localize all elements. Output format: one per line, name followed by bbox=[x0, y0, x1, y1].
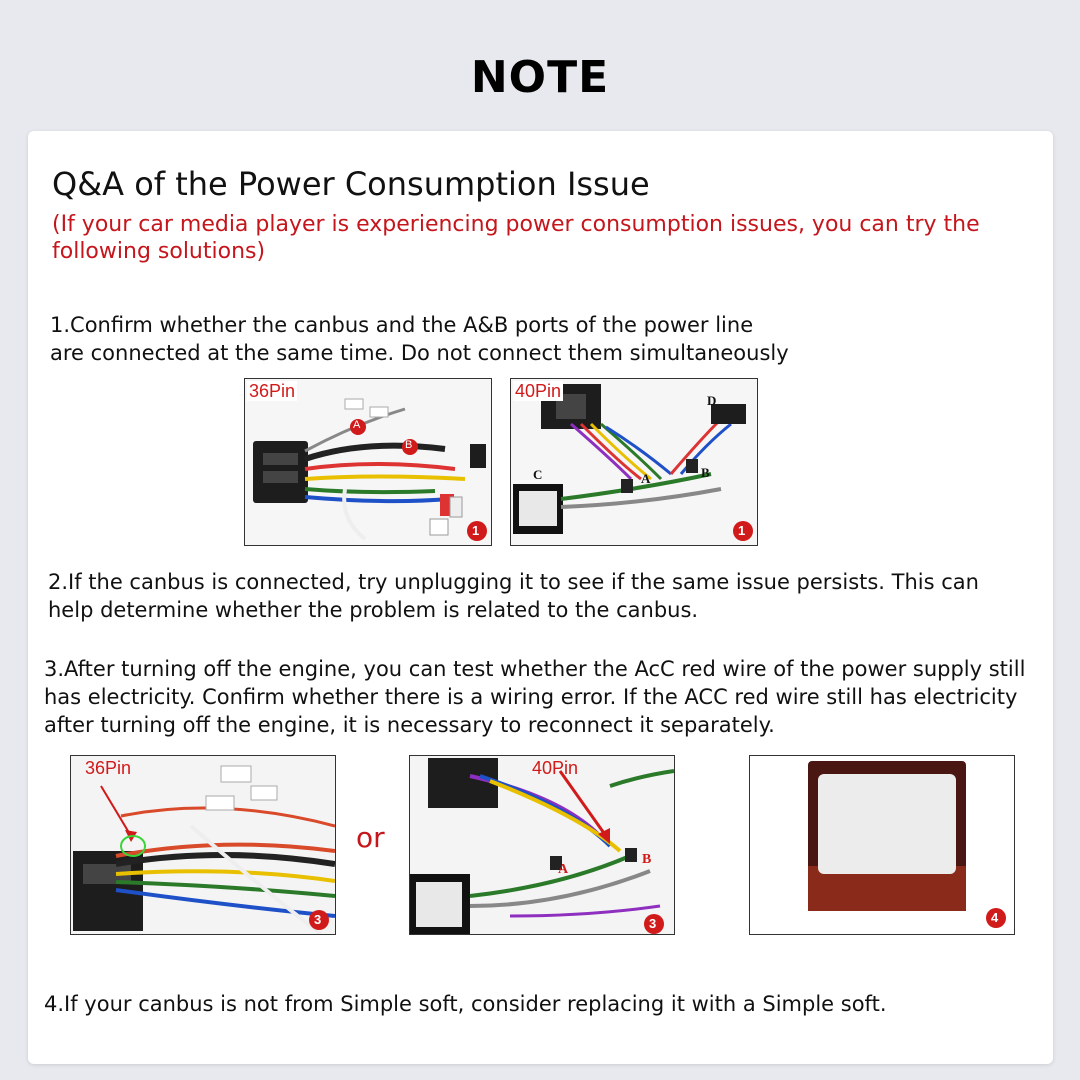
harness-40pin-photo: 40Pin C D A B 1 bbox=[510, 378, 758, 546]
badge-4: 4 bbox=[991, 910, 999, 925]
pin-label-40: 40Pin bbox=[513, 381, 564, 401]
qa-title: Q&A of the Power Consumption Issue bbox=[52, 165, 650, 203]
badge-3: 3 bbox=[649, 916, 657, 931]
canbus-module-photo: 4 bbox=[749, 755, 1015, 935]
acc-36pin-illustration bbox=[71, 756, 335, 934]
pin-label-36: 36Pin bbox=[85, 758, 132, 778]
step-3-text: 3.After turning off the engine, you can … bbox=[44, 657, 1026, 737]
harness-36pin-photo: 36Pin A B 1 bbox=[244, 378, 492, 546]
acc-36pin-photo: 36Pin 3 bbox=[70, 755, 336, 935]
or-connector-text: or bbox=[356, 821, 385, 854]
acc-40pin-illustration bbox=[410, 756, 674, 934]
badge-1: 1 bbox=[472, 523, 480, 538]
step-2-text: 2.If the canbus is connected, try unplug… bbox=[48, 570, 979, 622]
port-a-label: A bbox=[558, 862, 569, 877]
note-card: Q&A of the Power Consumption Issue (If y… bbox=[28, 131, 1053, 1064]
step-4-text: 4.If your canbus is not from Simple soft… bbox=[44, 992, 887, 1016]
canbus-module-illustration bbox=[750, 756, 1014, 934]
port-a-label: A bbox=[641, 471, 651, 486]
step-1-text: 1.Confirm whether the canbus and the A&B… bbox=[50, 313, 789, 365]
port-c-label: C bbox=[533, 467, 543, 482]
badge-1: 1 bbox=[738, 523, 746, 538]
pin-label-40: 40Pin bbox=[532, 758, 579, 778]
qa-subtitle: (If your car media player is experiencin… bbox=[52, 212, 980, 264]
harness-36pin-illustration bbox=[245, 379, 491, 545]
page-heading: NOTE bbox=[470, 52, 610, 103]
harness-40pin-illustration bbox=[511, 379, 757, 545]
port-b-label: B bbox=[405, 439, 413, 451]
acc-40pin-photo: 40Pin A B 3 bbox=[409, 755, 675, 935]
port-d-label: D bbox=[707, 393, 717, 408]
port-b-label: B bbox=[642, 852, 652, 867]
port-b-label: B bbox=[701, 465, 710, 480]
port-a-label: A bbox=[353, 419, 361, 431]
pin-label-36: 36Pin bbox=[247, 381, 298, 401]
badge-3: 3 bbox=[314, 912, 322, 927]
